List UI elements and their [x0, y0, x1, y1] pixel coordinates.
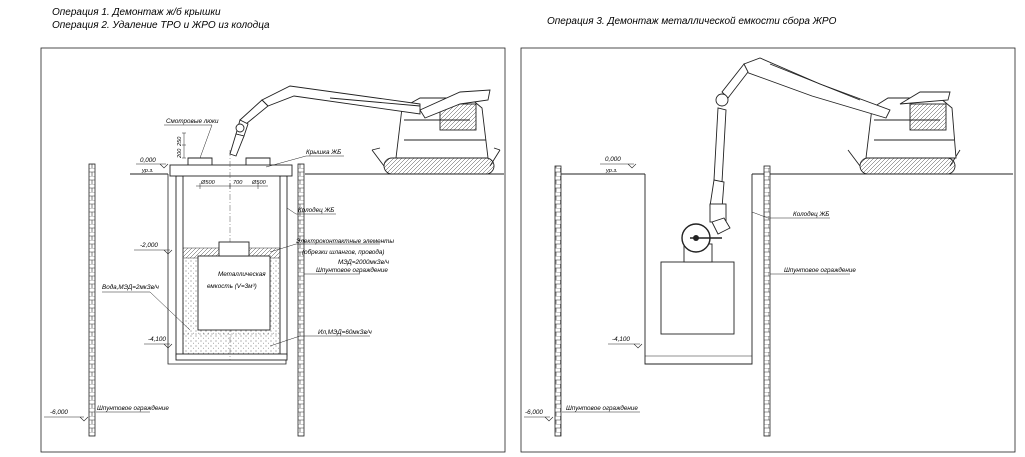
excavator-left — [229, 85, 501, 175]
elev-marker-right-0: 0,000 ур.з. — [600, 156, 637, 174]
svg-text:ур.з.: ур.з. — [141, 168, 154, 174]
label-elements-2: (обрезки шлангов, провода) — [302, 248, 385, 256]
left-frame — [40, 47, 506, 453]
header-op3: Операция 3. Демонтаж металлической емкос… — [547, 15, 837, 27]
dim-horizontal — [196, 183, 268, 189]
pit-right — [644, 174, 753, 365]
dim-d500b: Ø500 — [251, 180, 267, 186]
label-hatches: Смотровые люки — [166, 118, 219, 125]
svg-text:-6,000: -6,000 — [50, 409, 68, 416]
tank-label-2: емкость (V=3м³) — [207, 283, 257, 290]
dim-200: 200 — [177, 148, 183, 159]
elev-marker-minus4: -4,100 — [144, 336, 173, 349]
right-frame — [520, 47, 1016, 453]
right-panel: 0,000 ур.з. -4,100 -6,000 Колодец ЖБ Шпу… — [524, 57, 1013, 437]
label-well: Колодец ЖБ — [298, 206, 334, 214]
label-cover: Крышка ЖБ — [306, 149, 341, 156]
label-sheet-pile-right: Шпунтовое ограждение — [784, 266, 856, 274]
cover-slab — [169, 164, 293, 177]
metal-tank-right — [660, 261, 735, 335]
silt-layer — [183, 334, 280, 354]
tank-neck — [218, 241, 250, 257]
metal-tank — [197, 255, 271, 331]
label-sheet-pile-bottom-right: Шпунтовое ограждение — [566, 404, 638, 412]
dim-vertical — [182, 132, 186, 159]
svg-text:0,000: 0,000 — [140, 157, 156, 164]
inspection-hatches — [187, 157, 271, 165]
svg-text:ур.з.: ур.з. — [605, 168, 618, 174]
sheet-pile-left-right — [554, 165, 562, 437]
svg-text:-2,000: -2,000 — [140, 242, 158, 249]
elev-marker-minus6: -6,000 — [44, 409, 89, 422]
sheet-pile-right-right — [763, 165, 771, 437]
dim-250: 250 — [177, 136, 183, 147]
header-op1: Операция 1. Демонтаж ж/б крышки — [52, 6, 221, 18]
svg-text:0,000: 0,000 — [605, 156, 621, 163]
well-bottom — [175, 353, 288, 361]
excavator-arm-right — [709, 107, 731, 235]
well-wall-left — [175, 175, 184, 357]
label-silt: Ил,МЭД=60мкЗв/ч — [318, 329, 373, 336]
left-panel: Металлическая емкость (V=3м³) 0,000 ур.з… — [44, 85, 504, 437]
dim-d500a: Ø500 — [200, 180, 216, 186]
excavator-right — [715, 57, 961, 175]
tank-label-1: Металлическая — [218, 271, 266, 278]
sheet-pile-right — [297, 163, 305, 437]
header-op2: Операция 2. Удаление ТРО и ЖРО из колодц… — [52, 20, 270, 31]
label-sheet-pile: Шпунтовое ограждение — [316, 266, 388, 274]
sheet-pile-left — [88, 163, 96, 437]
label-sheet-pile-bottom: Шпунтовое ограждение — [97, 404, 169, 412]
svg-text:-4,100: -4,100 — [148, 336, 166, 343]
elev-marker-minus2: -2,000 — [134, 242, 173, 255]
svg-text:-6,000: -6,000 — [525, 409, 543, 416]
svg-text:-4,100: -4,100 — [612, 336, 630, 343]
label-well-right: Колодец ЖБ — [793, 210, 829, 218]
label-elements-3: МЭД=2000мкЗв/ч — [338, 259, 390, 266]
elev-marker-right-minus6: -6,000 — [524, 409, 554, 422]
dim-700: 700 — [233, 180, 243, 186]
label-water: Вода,МЭД=2мкЗв/ч — [102, 283, 160, 291]
well-wall-right — [279, 175, 288, 357]
elev-marker-0: 0,000 ур.з. — [136, 157, 169, 174]
label-elements-1: Электроконтактные элементы — [296, 238, 394, 245]
elev-marker-right-minus4: -4,100 — [608, 336, 643, 349]
